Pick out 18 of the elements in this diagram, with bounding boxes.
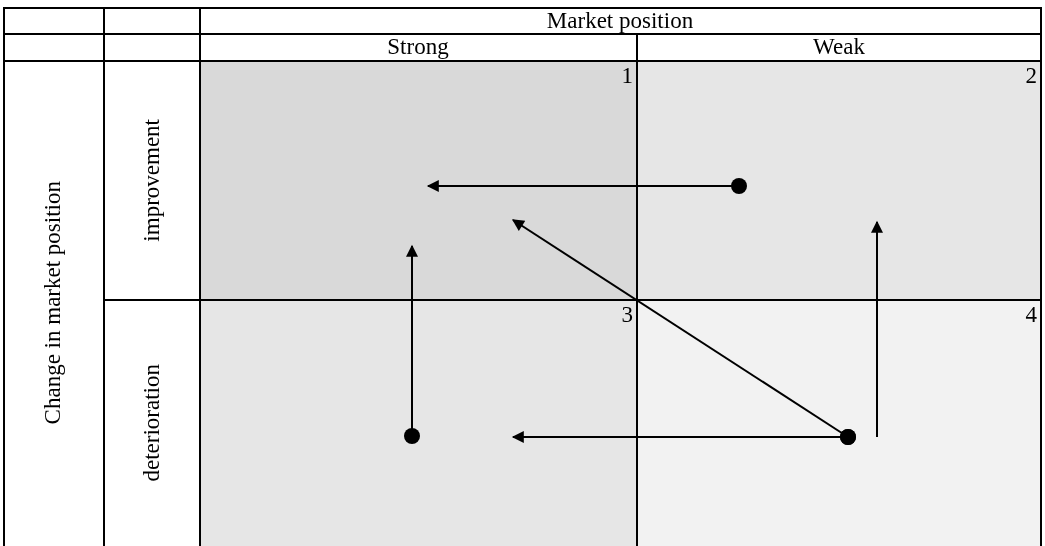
row-heading: improvement [139,118,165,242]
arrow [426,178,747,194]
row-heading: deterioration [139,364,165,482]
column-heading: Weak [813,34,865,60]
arrow [404,244,420,444]
column-heading: Strong [387,34,449,60]
matrix-quadrant [637,61,1041,300]
matrix-quadrant [637,300,1041,546]
quadrant-number: 2 [1025,63,1037,89]
quadrant-number: 1 [621,63,633,89]
row-heading: Change in market position [40,181,66,425]
column-heading: Market position [546,8,694,34]
quadrant-number: 3 [621,302,633,328]
arrow [871,220,883,438]
arrow [511,429,856,445]
matrix-quadrant [200,61,637,300]
quadrant-number: 4 [1025,302,1037,328]
matrix-quadrant [200,300,637,546]
